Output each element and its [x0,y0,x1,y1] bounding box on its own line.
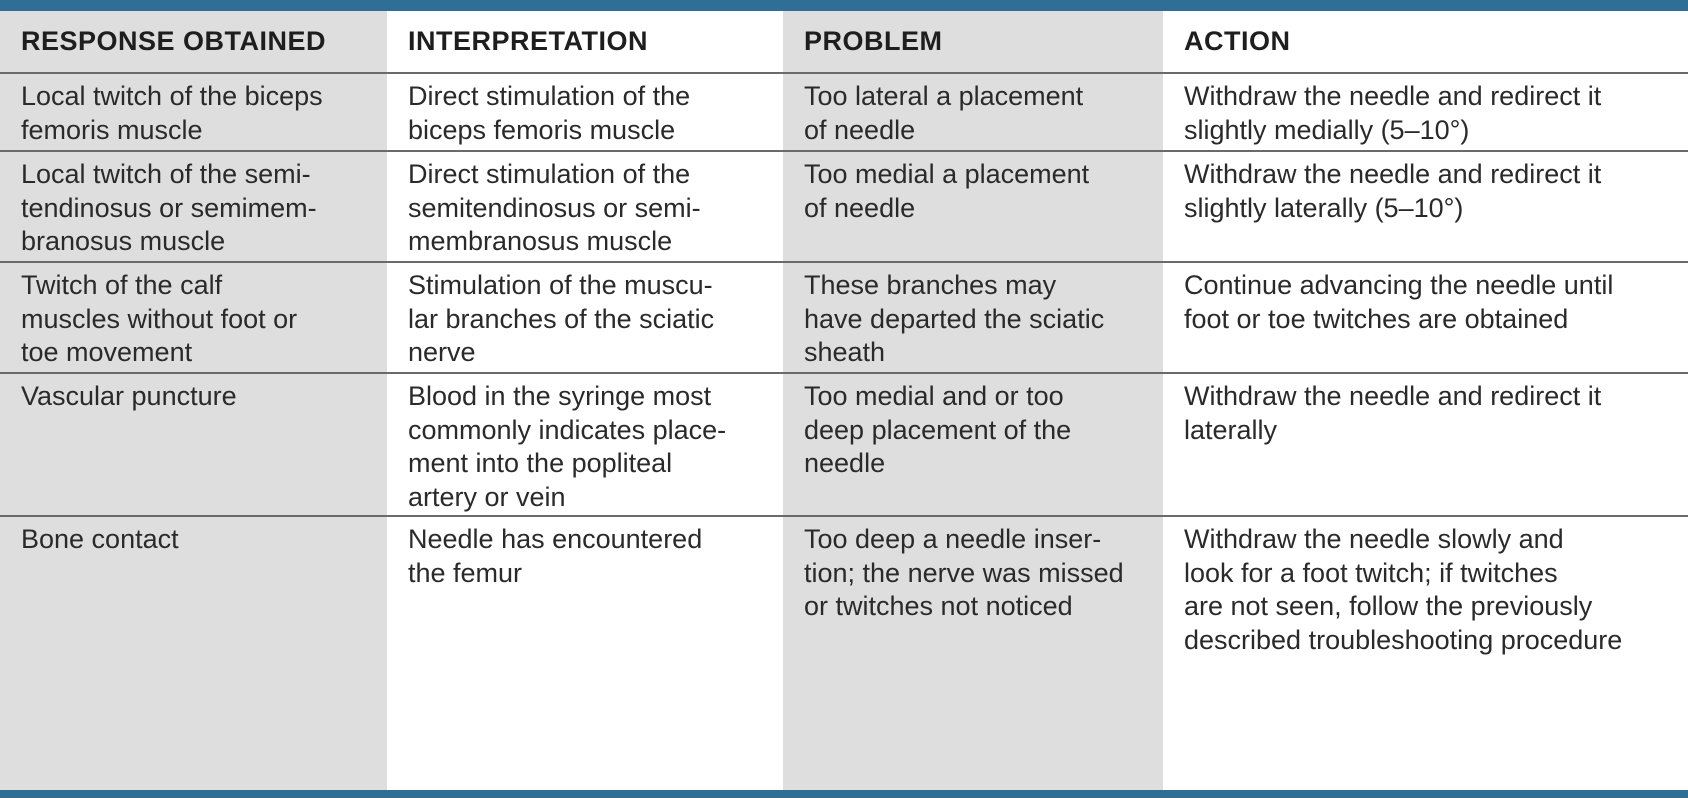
header-problem: PROBLEM [804,26,943,56]
cell-action: Withdraw the needle and redirect it slig… [1184,81,1602,145]
table-row: Vascular puncture Blood in the syringe m… [0,373,1688,516]
cell-interpretation: Direct stimulation of the biceps femoris… [408,81,691,145]
header-row: RESPONSE OBTAINED INTERPRETATION PROBLEM… [0,11,1688,73]
column-shade-response [0,11,387,790]
cell-response: Bone contact [21,524,179,554]
table-row: Bone contact Needle has encountered the … [0,516,1688,790]
cell-response: Local twitch of the semi- tendinosus or … [21,159,317,256]
cell-action: Withdraw the needle and redirect it late… [1184,381,1602,445]
header-interpretation: INTERPRETATION [408,26,648,56]
cell-response: Local twitch of the biceps femoris muscl… [21,81,323,145]
cell-interpretation: Blood in the syringe most commonly indic… [408,381,727,512]
cell-response: Twitch of the calf muscles without foot … [21,270,298,367]
table-row: Twitch of the calf muscles without foot … [0,262,1688,373]
cell-response: Vascular puncture [21,381,237,411]
cell-action: Withdraw the needle slowly and look for … [1184,524,1623,655]
table-row: Local twitch of the semi- tendinosus or … [0,151,1688,262]
table-row: Local twitch of the biceps femoris muscl… [0,73,1688,151]
cell-problem: Too medial a placement of needle [804,159,1090,223]
cell-problem: Too medial and or too deep placement of … [804,381,1072,478]
cell-interpretation: Needle has encountered the femur [408,524,703,588]
cell-problem: Too deep a needle inser- tion; the nerve… [804,524,1124,621]
top-rule [0,0,1688,11]
cell-action: Continue advancing the needle until foot… [1184,270,1614,334]
cell-interpretation: Stimulation of the muscu- lar branches o… [408,270,715,367]
cell-action: Withdraw the needle and redirect it slig… [1184,159,1602,223]
cell-problem: Too lateral a placement of needle [804,81,1084,145]
bottom-rule [0,790,1688,798]
troubleshooting-table: RESPONSE OBTAINED INTERPRETATION PROBLEM… [0,11,1688,790]
cell-problem: These branches may have departed the sci… [804,270,1105,367]
column-shade-problem [783,11,1163,790]
cell-interpretation: Direct stimulation of the semitendinosus… [408,159,701,256]
header-response: RESPONSE OBTAINED [21,26,327,56]
header-action: ACTION [1184,26,1291,56]
